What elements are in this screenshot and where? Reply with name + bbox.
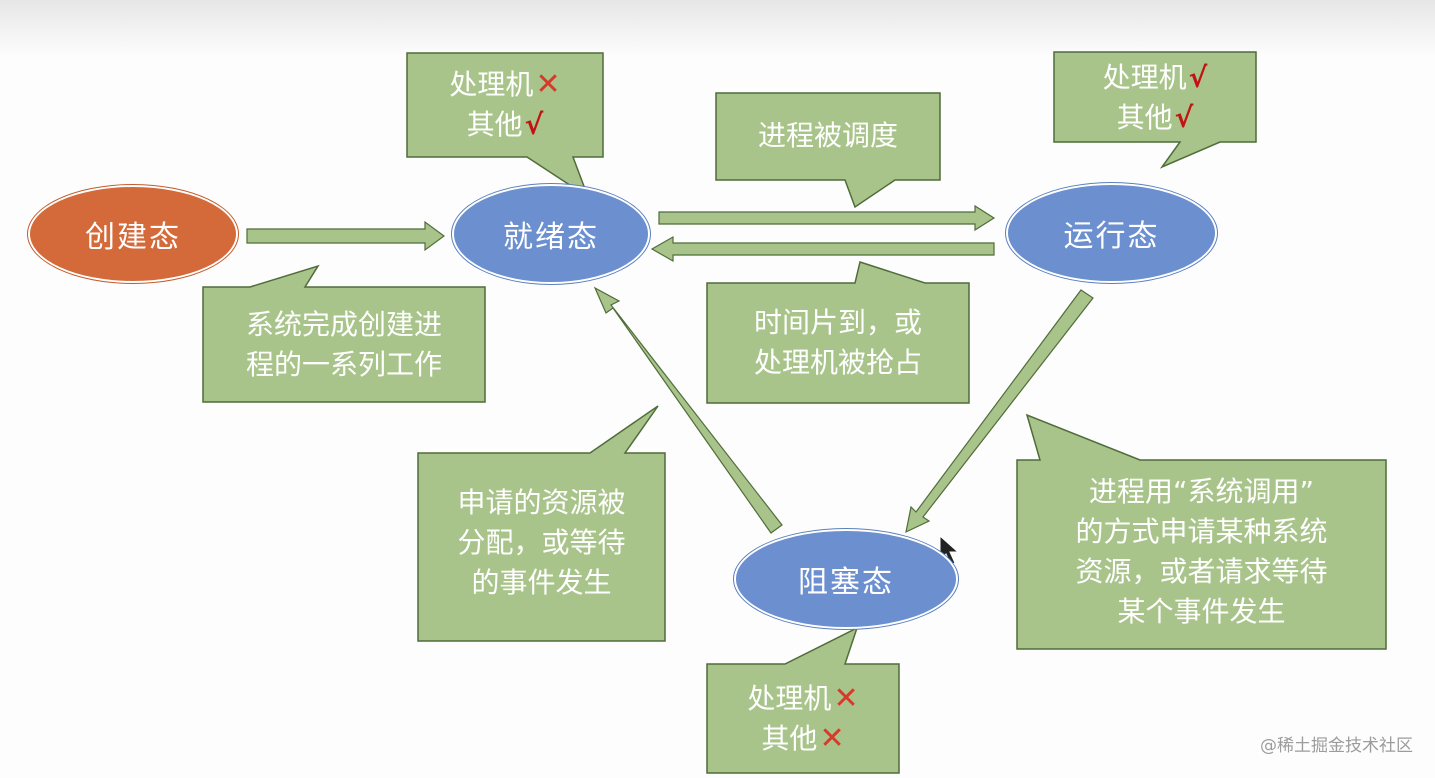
ready-processor-cross-icon: ✕ <box>535 67 561 102</box>
blocked-other-cross-icon: ✕ <box>819 720 845 756</box>
callout-shape-created <box>202 264 486 403</box>
ready-other-line: 其他 √ <box>467 105 544 145</box>
running-processor-label: 处理机 <box>1102 61 1187 94</box>
state-create: 创建态 <box>28 185 238 283</box>
preempted-line-1: 时间片到，或 <box>753 306 922 339</box>
state-ready: 就绪态 <box>452 184 650 284</box>
arrow-ready-to-running <box>658 204 996 232</box>
preempted-line-2: 处理机被抢占 <box>753 346 922 379</box>
callout-allocated: 申请的资源被 分配，或等待 的事件发生 <box>418 453 665 641</box>
callout-shape-preempted <box>706 261 970 404</box>
syscall-line-2: 的方式申请某种系统 <box>1075 515 1328 548</box>
syscall-line-3: 资源，或者请求等待 <box>1075 555 1328 588</box>
ready-other-label: 其他 <box>466 108 523 141</box>
running-processor-line: 处理机 √ <box>1103 58 1208 98</box>
blocked-processor-cross-icon: ✕ <box>833 680 859 716</box>
allocated-line-1: 申请的资源被 <box>457 486 626 519</box>
callout-shape-running-resources <box>1053 51 1257 169</box>
arrow-running-to-ready <box>650 235 995 263</box>
callout-blocked-resources: 处理机 ✕ 其他 ✕ <box>707 664 899 773</box>
state-running: 运行态 <box>1006 183 1217 283</box>
arrow-running-to-blocked <box>905 289 1094 534</box>
created-line-2: 程的一系列工作 <box>245 347 442 381</box>
scheduled-text: 进程被调度 <box>757 119 898 152</box>
arrow-create-to-ready <box>246 220 446 252</box>
running-other-check-icon: √ <box>1174 101 1194 134</box>
blocked-other-label: 其他 <box>761 721 818 755</box>
syscall-line-1: 进程用“系统调用” <box>1088 475 1314 508</box>
allocated-line-2: 分配，或等待 <box>457 526 626 559</box>
callout-syscall: 进程用“系统调用” 的方式申请某种系统 资源，或者请求等待 某个事件发生 <box>1017 460 1386 649</box>
watermark: @稀土掘金技术社区 <box>1260 736 1413 756</box>
allocated-line-3: 的事件发生 <box>471 566 612 599</box>
callout-shape-syscall <box>1016 413 1387 650</box>
blocked-processor-label: 处理机 <box>747 681 832 715</box>
callout-preempted: 时间片到，或 处理机被抢占 <box>707 283 969 403</box>
running-other-label: 其他 <box>1116 101 1173 134</box>
running-other-line: 其他 √ <box>1117 98 1194 138</box>
arrow-blocked-to-ready <box>593 286 783 534</box>
callout-ready-resources: 处理机 ✕ 其他 √ <box>407 55 603 155</box>
ready-processor-label: 处理机 <box>449 68 534 101</box>
ready-processor-line: 处理机 ✕ <box>449 65 560 105</box>
state-blocked: 阻塞态 <box>734 529 958 629</box>
created-line-1: 系统完成创建进 <box>245 307 442 341</box>
callout-shape-allocated <box>417 405 666 642</box>
blocked-other-line: 其他 ✕ <box>761 719 844 759</box>
top-band <box>0 0 1435 56</box>
callout-shape-scheduled <box>715 92 941 209</box>
callout-scheduled: 进程被调度 <box>716 93 940 179</box>
callout-created: 系统完成创建进 程的一系列工作 <box>203 287 485 402</box>
blocked-processor-line: 处理机 ✕ <box>747 679 858 719</box>
callout-shape-blocked-resources <box>706 626 900 774</box>
callout-running-resources: 处理机 √ 其他 √ <box>1054 55 1256 141</box>
running-processor-check-icon: √ <box>1188 61 1208 94</box>
syscall-line-4: 某个事件发生 <box>1117 595 1286 628</box>
ready-other-check-icon: √ <box>524 108 544 141</box>
callout-shape-ready-resources <box>406 52 604 199</box>
